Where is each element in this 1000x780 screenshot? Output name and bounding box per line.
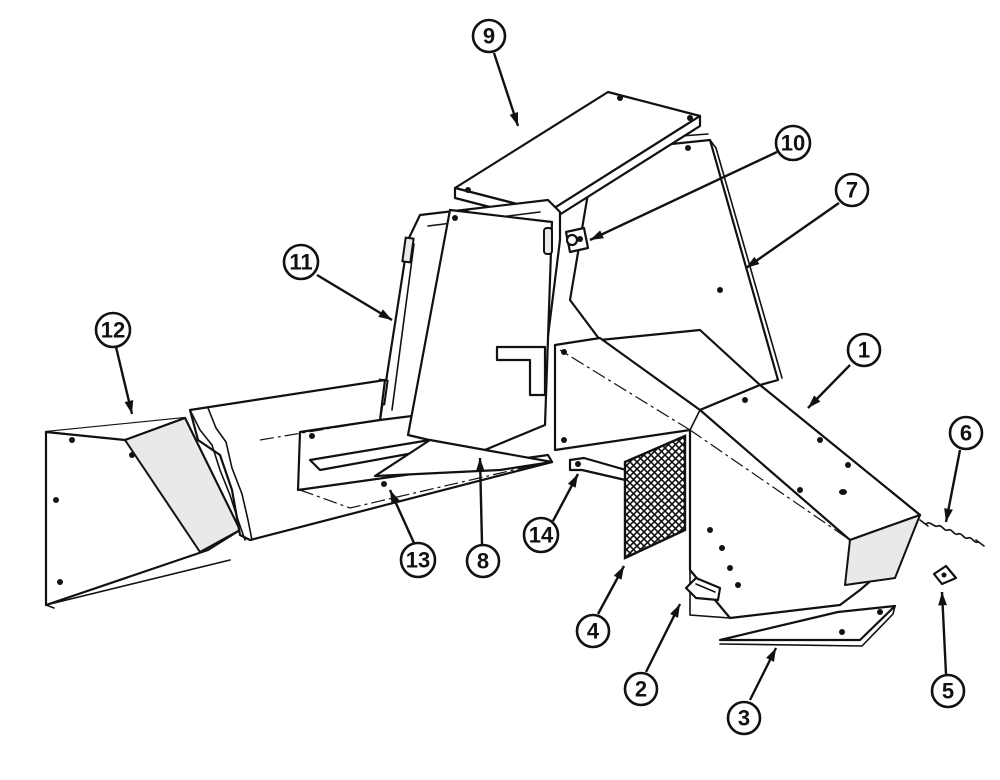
callout-12: 12 <box>94 311 132 349</box>
part-8-inner-panel <box>406 208 554 454</box>
leader-13 <box>388 489 416 544</box>
leader-lines <box>114 52 962 701</box>
callout-10-label: 10 <box>781 131 805 156</box>
leader-5 <box>938 591 948 675</box>
arrowhead-4 <box>613 566 624 580</box>
callout-12-label: 12 <box>101 318 125 343</box>
arrowhead-12 <box>124 400 134 414</box>
callout-8-label: 8 <box>477 549 489 574</box>
callout-3-label: 3 <box>738 706 750 731</box>
leader-8 <box>475 457 485 545</box>
callout-2-label: 2 <box>635 677 647 702</box>
leader-11 <box>316 273 393 322</box>
arrowhead-5 <box>938 592 947 606</box>
leader-9 <box>492 52 520 127</box>
arrowhead-7 <box>746 256 760 268</box>
leader-1 <box>807 364 851 409</box>
arrowhead-9 <box>509 112 518 126</box>
callout-13: 13 <box>399 541 437 579</box>
callout-1-label: 1 <box>858 338 870 363</box>
callout-8: 8 <box>465 543 501 579</box>
callout-5-label: 5 <box>942 679 954 704</box>
leader-2 <box>644 603 682 673</box>
callout-4: 4 <box>575 613 611 649</box>
leader-4 <box>596 565 626 615</box>
callout-11: 11 <box>282 243 320 281</box>
arrowhead-3 <box>766 648 776 662</box>
callout-14: 14 <box>522 516 560 554</box>
arrowhead-10 <box>590 230 604 240</box>
part-4-mesh-screen <box>623 434 687 560</box>
leader-14 <box>551 473 580 522</box>
arrowhead-13 <box>390 490 400 504</box>
leader-10 <box>589 150 778 242</box>
callout-9: 9 <box>471 18 507 54</box>
callout-5: 5 <box>930 673 966 709</box>
callout-11-label: 11 <box>289 250 312 275</box>
leader-6 <box>944 449 962 523</box>
callout-balloons: 1 2 3 4 5 6 7 8 <box>94 18 984 736</box>
callout-10: 10 <box>774 124 812 162</box>
callout-3: 3 <box>726 700 762 736</box>
arrowhead-1 <box>808 395 821 408</box>
callout-6-label: 6 <box>960 421 972 446</box>
arrowhead-11 <box>378 309 392 320</box>
part-6-spring <box>919 519 985 547</box>
arrowhead-2 <box>670 604 680 618</box>
callout-7-label: 7 <box>846 178 858 203</box>
part-3-bottom-plate <box>718 604 897 647</box>
leader-3 <box>748 647 778 701</box>
part-13-extension-duct <box>188 378 554 542</box>
callout-2: 2 <box>623 671 659 707</box>
callout-13-label: 13 <box>406 548 430 573</box>
arrowhead-8 <box>475 458 485 472</box>
callout-4-label: 4 <box>587 619 600 644</box>
part-1-duct-housing <box>553 336 922 620</box>
leader-7 <box>745 202 840 269</box>
callout-7: 7 <box>834 172 870 208</box>
callout-9-label: 9 <box>483 24 495 49</box>
arrowhead-14 <box>567 474 578 488</box>
callout-14-label: 14 <box>529 523 554 548</box>
part-12-end-duct <box>44 416 242 609</box>
part-5-latch-clip <box>932 564 958 586</box>
callout-1: 1 <box>846 332 882 368</box>
part-10-bracket <box>564 226 590 254</box>
part-2-clip <box>684 576 722 602</box>
callout-6: 6 <box>948 415 984 451</box>
arrowhead-6 <box>944 508 953 522</box>
leader-12 <box>114 346 134 415</box>
